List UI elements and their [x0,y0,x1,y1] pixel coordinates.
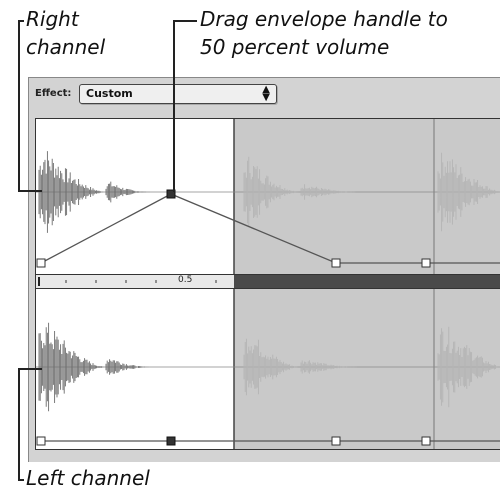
leader-right-channel-bottom [18,190,42,192]
ruler-selected-region [234,275,500,288]
callout-drag-handle-line1: Drag envelope handle to [200,7,448,31]
leader-drag-vertical [173,20,175,192]
leader-right-channel-vertical [18,20,20,190]
envelope-handle[interactable] [421,258,431,268]
envelope-handle[interactable] [421,436,431,446]
effect-label: Effect: [35,88,72,99]
waveform-burst [243,156,300,228]
callout-right-channel-line2: channel [26,35,106,59]
envelope-handle[interactable] [36,258,46,268]
time-ruler[interactable]: 0.5 [36,274,500,289]
envelope-handle-50-percent[interactable] [166,189,176,199]
waveform-burst [300,360,357,374]
effect-select-value: Custom [86,87,133,100]
callout-left-channel: Left channel [26,466,150,490]
ruler-ticks [38,277,217,286]
waveform-burst [243,338,300,396]
waveform-burst [38,151,105,233]
leader-left-channel-vertical [18,368,20,479]
audio-effect-window: Effect: Custom ▲▼ [28,77,500,462]
envelope-handle[interactable] [331,258,341,268]
waveform-burst [437,326,500,408]
waveform-burst [38,322,105,412]
envelope-handle[interactable] [36,436,46,446]
waveform-panel[interactable]: 0.5 [35,118,500,450]
up-down-arrows-icon: ▲▼ [262,84,270,103]
envelope-handle[interactable] [166,436,176,446]
leader-left-channel-bottom [18,479,24,481]
leader-drag-top [173,20,197,22]
waveform-burst [105,359,149,375]
waveform-burst [105,181,150,203]
callout-right-channel-line1: Right [26,7,79,31]
effect-select[interactable]: Custom ▲▼ [79,84,277,104]
envelope-handle[interactable] [331,436,341,446]
leader-left-channel-top [18,368,42,370]
waveform-canvas[interactable] [36,119,500,449]
leader-right-channel-top [18,20,24,22]
waveform-burst [300,184,356,200]
callout-drag-handle-line2: 50 percent volume [200,35,390,59]
waveform-burst [437,152,500,232]
ruler-value-label: 0.5 [178,275,193,285]
